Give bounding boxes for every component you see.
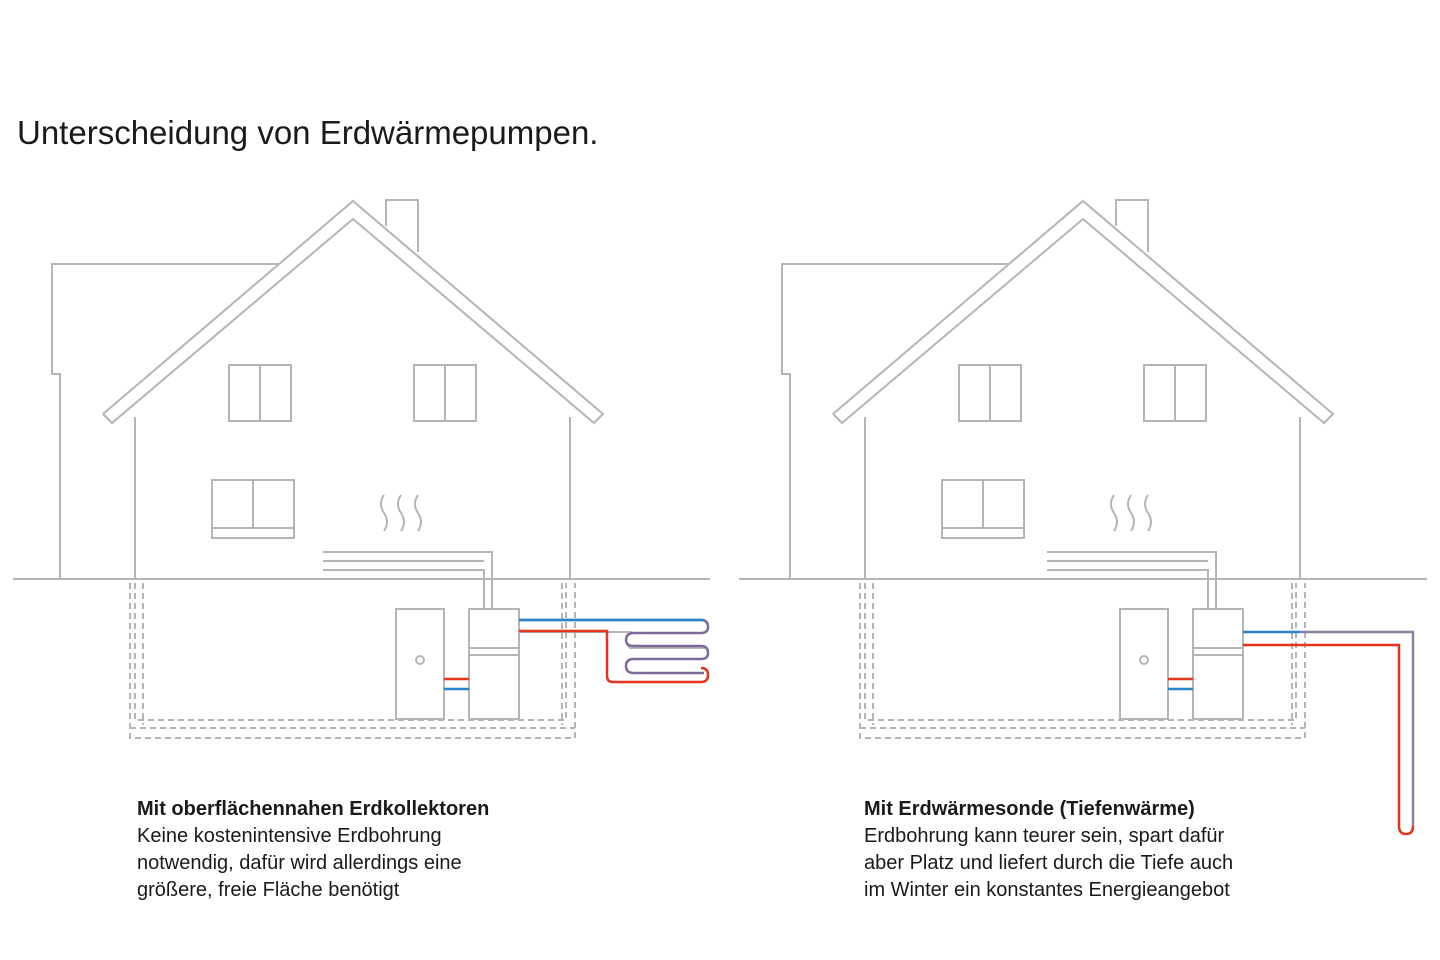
- floor-heating-coil: [1047, 551, 1217, 610]
- caption-probe-line: aber Platz und liefert durch die Tiefe a…: [864, 852, 1234, 874]
- heat-waves-icon: [380, 494, 422, 532]
- window-upper-left: [228, 364, 292, 422]
- caption-probe-line: im Winter ein konstantes Energieangebot: [864, 879, 1230, 901]
- heat-waves-icon: [1110, 494, 1152, 532]
- storage-tank: [395, 608, 445, 720]
- roof: [832, 199, 1335, 425]
- floor-heating-coil: [323, 551, 493, 610]
- caption-collector-line: notwendig, dafür wird allerdings eine: [137, 852, 462, 874]
- chimney: [1115, 199, 1149, 252]
- heat-pump-unit: [1192, 608, 1244, 720]
- probe-hot-pipe: [1243, 643, 1415, 836]
- basement-outline: [859, 583, 1306, 739]
- heat-pump-unit: [468, 608, 520, 720]
- annex-wall: [51, 263, 278, 579]
- caption-collector: Mit oberflächennahen Erdkollektoren Kein…: [137, 796, 657, 904]
- house-collector-illustration: [13, 199, 710, 739]
- chimney: [385, 199, 419, 252]
- annex-wall: [781, 263, 1008, 579]
- page-title: Unterscheidung von Erdwärmepumpen.: [17, 114, 599, 151]
- window-lower: [941, 479, 1025, 539]
- roof: [102, 199, 605, 425]
- left-pipes: [444, 618, 710, 691]
- window-upper-left: [958, 364, 1022, 422]
- caption-probe: Mit Erdwärmesonde (Tiefenwärme) Erdbohru…: [864, 796, 1384, 904]
- ground-collector-coil: [519, 618, 710, 675]
- caption-probe-title: Mit Erdwärmesonde (Tiefenwärme): [864, 798, 1195, 820]
- house-probe-illustration: [739, 199, 1427, 739]
- window-lower: [211, 479, 295, 539]
- right-pipes: [1168, 630, 1415, 836]
- window-upper-right: [413, 364, 477, 422]
- storage-tank: [1119, 608, 1169, 720]
- caption-probe-line: Erdbohrung kann teurer sein, spart dafür: [864, 825, 1225, 847]
- window-upper-right: [1143, 364, 1207, 422]
- collector-hot-pipe: [519, 629, 710, 684]
- basement-outline: [129, 583, 576, 739]
- caption-collector-title: Mit oberflächennahen Erdkollektoren: [137, 798, 490, 820]
- caption-collector-line: größere, freie Fläche benötigt: [137, 879, 400, 901]
- caption-collector-line: Keine kostenintensive Erdbohrung: [137, 825, 442, 847]
- probe-cold-descent: [1300, 630, 1415, 826]
